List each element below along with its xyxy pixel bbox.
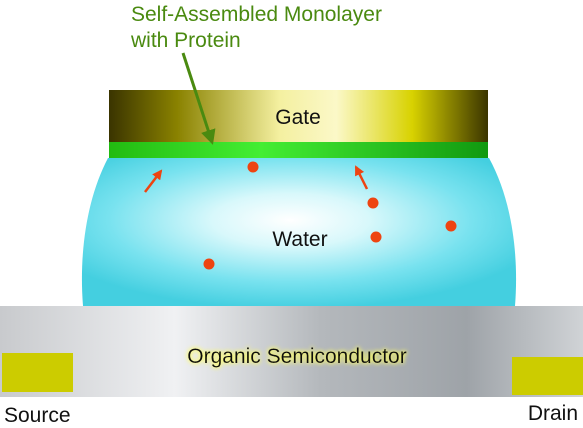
ion-dot xyxy=(370,231,382,243)
ion-dot xyxy=(247,161,259,173)
ion-arrow xyxy=(144,169,163,193)
ion-dot xyxy=(445,220,457,232)
water-label: Water xyxy=(272,228,327,251)
organic-semiconductor-layer xyxy=(0,306,583,397)
ion-dot xyxy=(203,258,215,270)
annotation-label-line2: with Protein xyxy=(130,29,241,52)
water-droplet xyxy=(81,158,517,306)
drain-label: Drain xyxy=(528,402,578,425)
gate-label: Gate xyxy=(275,106,321,129)
source-electrode xyxy=(2,353,73,392)
ion-dot xyxy=(367,197,379,209)
source-label: Source xyxy=(4,404,71,427)
annotation-label-line1: Self-Assembled Monolayer xyxy=(131,3,382,26)
semiconductor-label: Organic Semiconductor xyxy=(187,345,406,368)
annotation-arrow xyxy=(181,52,216,145)
ion-arrow xyxy=(354,165,369,190)
self-assembled-monolayer xyxy=(109,142,488,158)
gate-electrode xyxy=(109,90,488,142)
drain-electrode xyxy=(512,357,583,395)
